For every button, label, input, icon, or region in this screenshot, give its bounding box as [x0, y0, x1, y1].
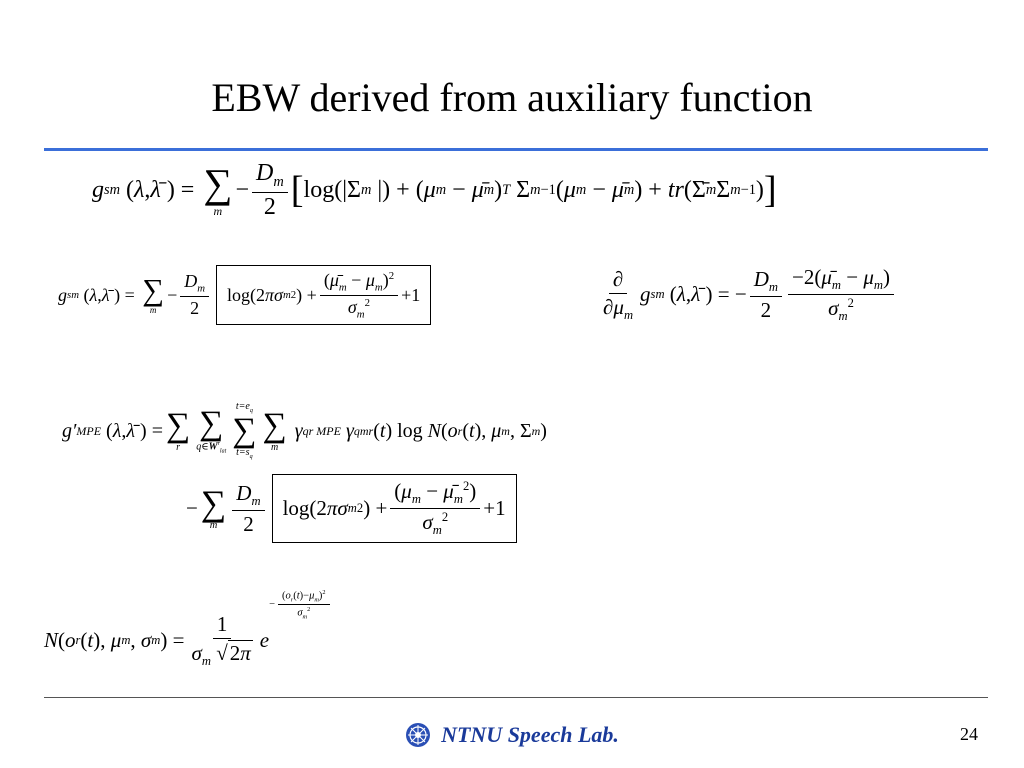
page-number: 24: [960, 724, 978, 744]
footer: NTNU Speech Lab.: [0, 722, 1024, 748]
title-underline: [44, 148, 988, 151]
slide-title: EBW derived from auxiliary function: [211, 75, 813, 120]
equation-4: g′MPE (λ,λ̄ ) = ∑r ∑q∈Wrlat t=eq∑t=sq ∑m…: [62, 401, 547, 461]
footer-lab-name: NTNU Speech Lab.: [441, 722, 619, 747]
ntnu-logo-icon: [406, 723, 431, 747]
footer-divider: [44, 697, 988, 698]
